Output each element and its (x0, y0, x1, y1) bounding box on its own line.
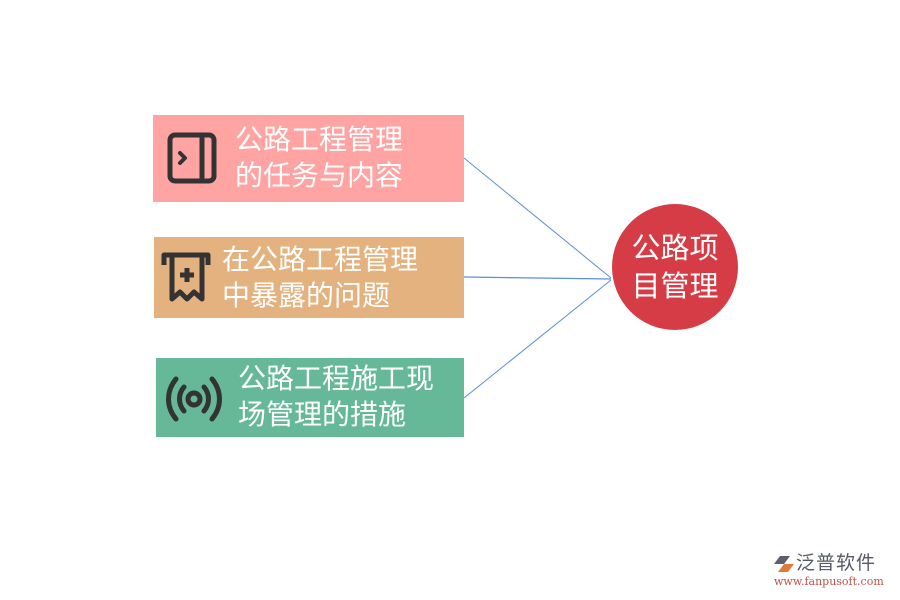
hub-project-management: 公路项 目管理 (612, 204, 738, 330)
connector-node1-hub (463, 157, 612, 279)
node-label: 在公路工程管理 中暴露的问题 (222, 242, 418, 314)
brand-name: 泛普软件 (796, 552, 877, 574)
receipt-add-icon (160, 249, 212, 311)
connector-node3-hub (463, 279, 612, 399)
node-label: 公路工程管理 的任务与内容 (235, 122, 403, 194)
node-label-line: 的任务与内容 (235, 159, 404, 192)
fanpu-logo-icon (772, 554, 796, 578)
node-exposed-problems: 在公路工程管理 中暴露的问题 (154, 237, 464, 318)
node-label: 公路工程施工现 场管理的措施 (238, 361, 434, 433)
node-site-measures: 公路工程施工现 场管理的措施 (156, 358, 464, 437)
broadcast-signal-icon (164, 374, 224, 428)
node-label-line: 在公路工程管理 (222, 243, 419, 276)
node-label-line: 公路工程施工现 (238, 362, 435, 395)
connector-node2-hub (463, 276, 612, 280)
brand-logo: 泛普软件 www.fanpusoft.com (770, 552, 895, 590)
hub-label-line: 公路项 (631, 231, 719, 265)
node-label-line: 公路工程管理 (235, 123, 404, 156)
node-task-content: 公路工程管理 的任务与内容 (153, 115, 464, 202)
node-label-line: 中暴露的问题 (222, 279, 391, 312)
node-label-line: 场管理的措施 (238, 398, 407, 431)
brand-url: www.fanpusoft.com (774, 575, 884, 588)
hub-label-line: 目管理 (631, 269, 719, 303)
sidebar-panel-icon (167, 132, 217, 188)
